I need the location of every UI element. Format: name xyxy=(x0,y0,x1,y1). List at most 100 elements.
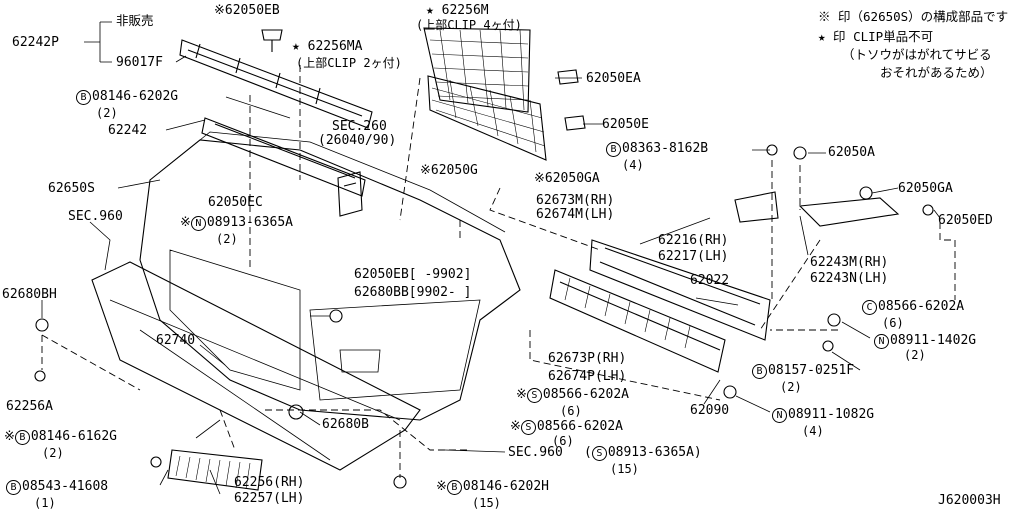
clip-62680BH-symbol xyxy=(35,318,49,332)
upper-grille-mesh-shape xyxy=(423,27,531,113)
label-08913-bottom-qty: (15) xyxy=(610,462,639,476)
upper-grille-mesh-pattern xyxy=(429,29,529,111)
label-62680BH: 62680BH xyxy=(2,287,57,302)
badge-B-6202H: B xyxy=(446,480,462,495)
label-62242: 62242 xyxy=(108,123,148,138)
label-sec960-bottom: SEC.960 xyxy=(508,445,563,460)
label-08146-6202G-qty: (2) xyxy=(96,106,118,120)
label-62673P: 62673P(RH) xyxy=(548,351,627,366)
lower-spoiler-inner xyxy=(109,299,401,461)
label-62022: 62022 xyxy=(690,273,730,288)
label-62050A: 62050A xyxy=(828,145,875,160)
label-62242P: 62242P xyxy=(12,35,59,50)
label-62050EB-mid: 62050EB[ -9902] xyxy=(354,267,472,282)
bolt-08543-symbol xyxy=(150,456,162,468)
clip-62050GA-right-symbol xyxy=(859,186,873,200)
label-62256A: 62256A xyxy=(6,399,53,414)
label-62216: 62216(RH) xyxy=(658,233,729,248)
clip-62050ED-symbol xyxy=(922,204,934,216)
energy-absorber-shape xyxy=(549,269,726,373)
label-not-for-sale: 非販売 xyxy=(116,13,154,28)
label-62050GA-right: 62050GA xyxy=(898,181,953,196)
label-62090: 62090 xyxy=(690,403,730,418)
diagram-code: J620003H xyxy=(938,493,1001,508)
legend-line-1: ※ 印（62650S）の構成部品です xyxy=(818,9,1009,24)
side-retainer-shape xyxy=(798,197,900,227)
nut-08157-symbol xyxy=(822,340,834,352)
bumper-reinforcement-shape xyxy=(589,239,771,341)
label-62050G: ※62050G xyxy=(420,163,478,178)
label-08911-1402G-qty: (2) xyxy=(904,348,926,362)
nut-08911-1082G-symbol xyxy=(723,385,737,399)
label-62050EA: 62050EA xyxy=(586,71,641,86)
label-62674P: 62674P(LH) xyxy=(548,369,627,384)
label-sec260-ref: (26040/90) xyxy=(318,133,397,148)
nut-08911-1402G-symbol xyxy=(827,313,841,327)
assembly-dash-lines xyxy=(41,65,956,478)
badge-S-b: S xyxy=(520,420,536,435)
label-08566-right-qty: (6) xyxy=(882,316,904,330)
legend-line-3: （トソウがはがれてサビる xyxy=(842,47,992,62)
badge-B-6162G: B xyxy=(14,430,30,445)
side-bracket-shape xyxy=(734,191,779,223)
label-62256M: ★ 62256M xyxy=(426,3,489,18)
badge-N-1402G: N xyxy=(874,334,889,349)
energy-absorber-ribs xyxy=(564,277,691,349)
badge-C: C xyxy=(862,300,877,315)
label-62050EC: 62050EC xyxy=(208,195,263,210)
badge-B: B xyxy=(76,90,91,105)
bumper-top-edge xyxy=(159,131,506,233)
fog-lamp-shape xyxy=(167,449,263,491)
label-62256: 62256(RH) xyxy=(234,475,305,490)
label-62050E: 62050E xyxy=(602,117,649,132)
clip-62050E-shape xyxy=(564,115,586,131)
label-08543-qty: (1) xyxy=(34,496,56,510)
label-62243M: 62243M(RH) xyxy=(810,255,889,270)
label-62650S: 62650S xyxy=(48,181,95,196)
label-08363-qty: (4) xyxy=(622,158,644,172)
fog-lamp-pattern xyxy=(175,455,251,490)
legend-line-4: おそれがあるため） xyxy=(880,65,993,80)
leader-lines xyxy=(41,21,941,495)
clip-62680BB-symbol xyxy=(329,309,343,323)
badge-B-08363: B xyxy=(606,142,621,157)
label-62050GA-mid: ※62050GA xyxy=(534,171,600,186)
label-08566-s-a-qty: (6) xyxy=(560,404,582,418)
sec260-bracket-shape xyxy=(337,171,363,217)
upper-reinforcement-shape xyxy=(179,39,373,129)
label-62674M: 62674M(LH) xyxy=(536,207,615,222)
label-62680B: 62680B xyxy=(322,417,369,432)
bolt-62050A-symbol xyxy=(793,146,807,160)
label-62050ED: 62050ED xyxy=(938,213,993,228)
bumper-fascia-inner xyxy=(169,249,481,401)
badge-B-08543: B xyxy=(6,480,21,495)
label-08146-6162G-qty: (2) xyxy=(42,446,64,460)
lower-grille-mesh-shape xyxy=(427,75,547,161)
label-08146-6202H-qty: (15) xyxy=(472,496,501,510)
label-96017F: 96017F xyxy=(116,55,163,70)
label-62243N: 62243N(LH) xyxy=(810,271,889,286)
label-08566-s-b-qty: (6) xyxy=(552,434,574,448)
badge-S-08913: S xyxy=(591,446,607,461)
label-62256M-note: (上部CLIP 4ヶ付) xyxy=(416,18,522,32)
label-08911-1082G-qty: (4) xyxy=(802,424,824,438)
badge-B-08157: B xyxy=(752,364,767,379)
label-62673M: 62673M(RH) xyxy=(536,193,615,208)
badge-S-a: S xyxy=(526,388,542,403)
label-sec260: SEC.260 xyxy=(332,119,387,134)
label-08157-qty: (2) xyxy=(780,380,802,394)
label-62680BB: 62680BB[9902- ] xyxy=(354,285,472,300)
label-62217: 62217(LH) xyxy=(658,249,729,264)
badge-N-08913: N xyxy=(190,216,206,231)
